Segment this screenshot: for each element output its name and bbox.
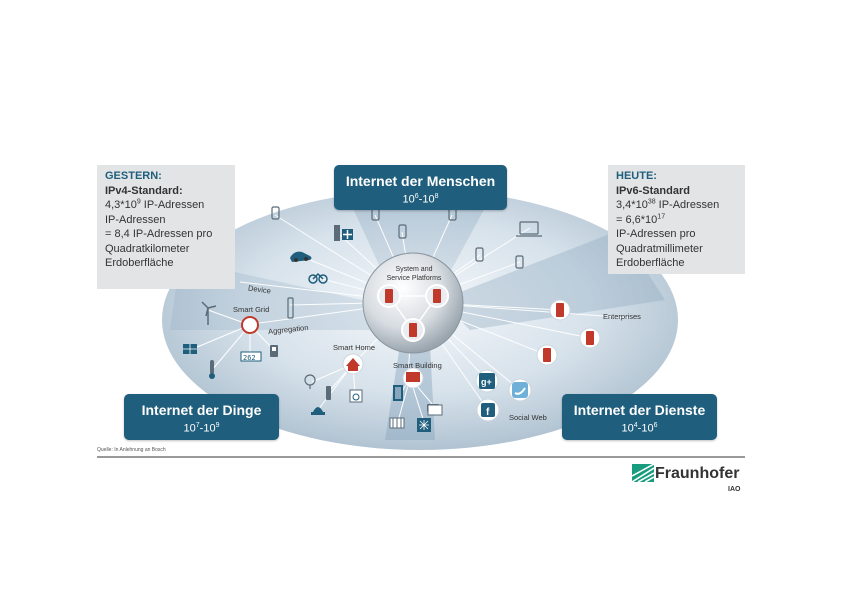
enterprise-server-icons — [536, 299, 601, 366]
svg-text:f: f — [486, 407, 490, 418]
building-icon — [406, 372, 420, 382]
thermometer-icon — [209, 360, 215, 379]
enterprises-label: Enterprises — [603, 312, 641, 321]
bike-icon — [308, 272, 328, 284]
source-caption: Quelle: In Anlehnung an Bosch — [97, 447, 166, 453]
internet-der-menschen-box: Internet der Menschen 106-108 — [334, 165, 507, 210]
dienste-title: Internet der Dienste — [573, 402, 706, 418]
footer-rule — [97, 456, 745, 458]
heute-heading: HEUTE: — [616, 170, 657, 182]
dinge-range: 107-109 — [183, 422, 220, 435]
snowflake-icon — [417, 418, 431, 432]
menschen-range: 106-108 — [402, 193, 439, 206]
heute-line5: Erdoberfläche — [616, 257, 685, 269]
social-web-label: Social Web — [509, 413, 547, 422]
heute-line3: IP-Adressen pro — [616, 228, 696, 240]
smart-building-label: Smart Building — [393, 361, 442, 370]
house-icon — [346, 358, 360, 371]
sensor-icon — [326, 386, 331, 400]
fraunhofer-logo-icon — [632, 464, 654, 482]
heute-infobox: HEUTE: IPv6-Standard 3,4*1038 IP-Adresse… — [608, 165, 745, 274]
gestern-line1: 4,3*109 IP-Adressen — [105, 198, 205, 211]
heater-icon — [389, 417, 405, 429]
gestern-line4: Quadratkilometer — [105, 242, 190, 255]
heute-line4: Quadratmillimeter — [616, 242, 703, 255]
ev-charger-icon — [270, 345, 278, 357]
lamp-icon — [304, 374, 316, 389]
heute-line2: = 6,6*1017 — [616, 212, 666, 226]
medical-icon — [334, 225, 353, 241]
svg-text:g+: g+ — [481, 377, 492, 387]
meter-icon — [240, 351, 262, 362]
platform-nodes — [377, 284, 449, 342]
platform-sphere — [362, 252, 464, 354]
solar-panel-icon — [183, 344, 197, 354]
menschen-title: Internet der Menschen — [345, 173, 496, 189]
gestern-line5: Erdoberfläche — [105, 257, 174, 269]
internet-der-dinge-box: Internet der Dinge 107-109 — [124, 394, 279, 440]
platforms-label: System and Service Platforms — [386, 266, 442, 282]
facebook-icon: f — [476, 398, 500, 422]
smart-grid-hub-icon — [241, 316, 259, 334]
fraunhofer-logo-text: Fraunhofer — [655, 465, 740, 482]
twitter-icon — [508, 378, 532, 402]
gestern-infobox: GESTERN: IPv4-Standard: 4,3*109 IP-Adres… — [97, 165, 235, 289]
dienste-range: 104-106 — [621, 422, 658, 435]
appliance-icon — [349, 389, 363, 403]
smart-home-label: Smart Home — [333, 343, 376, 352]
fraunhofer-logo-sub: IAO — [728, 486, 741, 493]
dinge-title: Internet der Dinge — [141, 402, 262, 418]
wind-turbine-icon — [201, 301, 217, 325]
heute-standard: IPv6-Standard — [616, 184, 690, 197]
heute-line1: 3,4*1038 IP-Adressen — [616, 198, 720, 211]
door-icon — [393, 385, 403, 401]
tv-icon — [427, 404, 443, 416]
gestern-standard: IPv4-Standard: — [105, 184, 183, 197]
device-icons — [271, 206, 542, 319]
car-icon — [290, 251, 312, 262]
gestern-heading: GESTERN: — [105, 170, 162, 182]
gestern-line2: IP-Adressen — [105, 213, 166, 226]
internet-der-dienste-box: Internet der Dienste 104-106 — [562, 394, 717, 440]
meter-digits: 262 — [243, 354, 256, 362]
google-plus-icon: g+ — [475, 369, 499, 393]
beam-menschen — [340, 180, 500, 300]
smart-grid-label: Smart Grid — [233, 305, 270, 314]
alarm-icon — [311, 407, 325, 415]
gestern-line3: = 8,4 IP-Adressen pro — [105, 228, 213, 240]
